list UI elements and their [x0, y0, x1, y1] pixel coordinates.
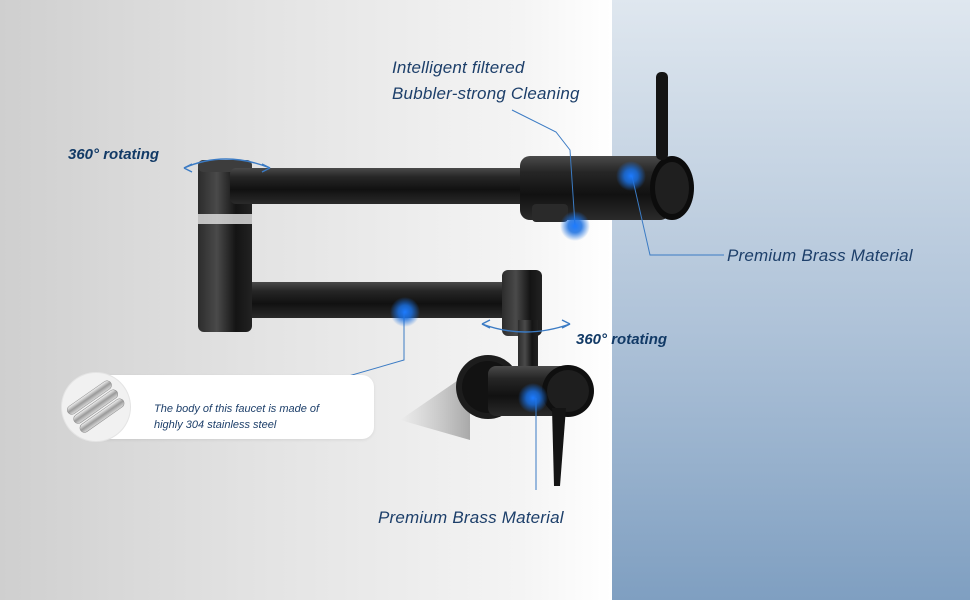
- label-premium-brass-bottom: Premium Brass Material: [378, 508, 564, 527]
- steel-rods-icon: [67, 380, 125, 433]
- hotspot-premium-bottom: [518, 383, 548, 413]
- column-ring: [198, 214, 252, 224]
- top-handle: [656, 72, 668, 160]
- callout-line-2: highly 304 stainless steel: [154, 419, 277, 431]
- stainless-steel-callout: The body of this faucet is made of highl…: [62, 373, 374, 441]
- label-bubbler-cleaning: Bubbler-strong Cleaning: [392, 84, 580, 103]
- hotspot-premium-right: [616, 161, 646, 191]
- label-rotate-right: 360° rotating: [576, 331, 668, 348]
- rotate-arrow-right: [481, 319, 571, 333]
- lower-handle: [552, 408, 566, 486]
- callout-background: [92, 375, 374, 439]
- label-rotate-left: 360° rotating: [68, 146, 160, 163]
- lower-swivel-joint: [502, 270, 542, 336]
- leader-lines: [299, 109, 724, 490]
- callout-description: The body of this faucet is made of highl…: [154, 401, 374, 433]
- upper-arm: [230, 168, 530, 204]
- mount-cap-face: [655, 162, 689, 214]
- callout-line-1: The body of this faucet is made of: [154, 403, 320, 415]
- label-premium-brass-right: Premium Brass Material: [727, 246, 913, 265]
- lower-riser: [518, 320, 538, 380]
- label-intelligent-filtered: Intelligent filtered: [392, 58, 525, 77]
- hotspot-body: [390, 297, 420, 327]
- hotspot-bubbler: [560, 211, 590, 241]
- wall-background-right: [612, 0, 970, 600]
- aerator: [532, 204, 568, 222]
- steel-rods-image: [62, 373, 130, 441]
- lower-arm: [240, 282, 530, 318]
- valve-cap-face: [547, 370, 589, 412]
- rotate-arrow-left: [183, 158, 271, 173]
- wall-shadow: [400, 372, 470, 440]
